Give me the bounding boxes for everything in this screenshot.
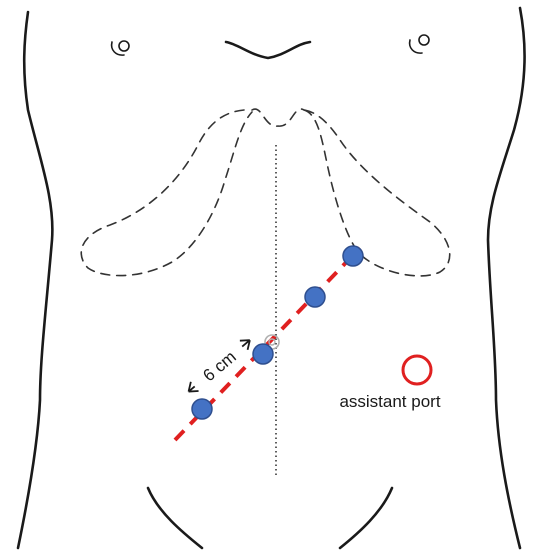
assistant-port-label: assistant port	[339, 392, 440, 411]
double-arrow-icon	[187, 339, 251, 393]
left-nipple	[110, 40, 130, 56]
right-side-contour	[486, 6, 526, 550]
left-costal-margin	[80, 109, 253, 277]
port-3	[304, 286, 326, 308]
trocar-ports	[191, 245, 364, 420]
neck-contour	[224, 40, 312, 60]
right-pelvis-contour	[338, 486, 394, 550]
port-4	[342, 245, 364, 267]
port-2	[252, 343, 274, 365]
xiphoid-outline	[251, 108, 305, 127]
right-costal-margin	[303, 109, 451, 277]
ring-icon	[401, 354, 433, 386]
measurement-label: 6 cm	[199, 347, 239, 385]
right-nipple	[408, 34, 430, 54]
torso-outline	[16, 6, 526, 550]
left-pelvis-contour	[146, 486, 204, 550]
left-side-contour	[16, 10, 54, 550]
port-1	[191, 398, 213, 420]
measurement-annotation: 6 cm	[187, 339, 251, 393]
costal-margin	[80, 108, 451, 277]
